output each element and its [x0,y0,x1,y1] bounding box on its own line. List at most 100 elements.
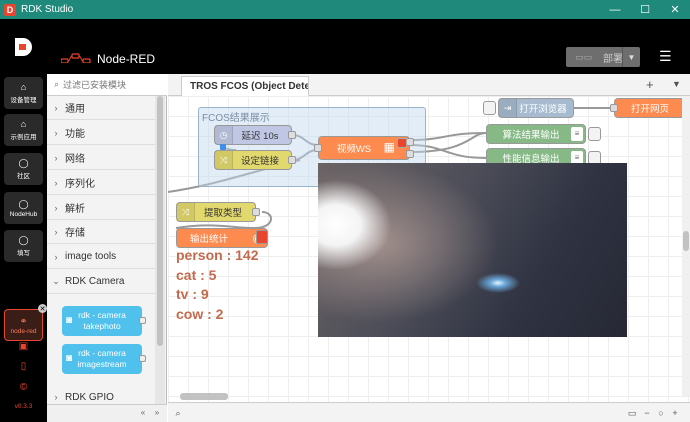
node-video-ws[interactable]: 视频WS ▦ [314,136,414,160]
input-port[interactable] [314,144,322,152]
output-port[interactable] [406,138,414,146]
palette-category-common[interactable]: › 通用 [47,96,155,120]
category-label: 解析 [65,204,85,215]
debug-toggle[interactable] [588,127,601,141]
deploy-icon: ▭▭ [575,51,593,62]
inject-button[interactable] [483,101,496,115]
chevron-right-icon: › [54,251,58,262]
node-output-stats[interactable]: 输出统计 ◉ [176,228,268,248]
stat-line: person : 142 [176,247,259,263]
output-port [139,355,146,362]
link-icon: ⚭ [19,315,28,326]
palette-search-input[interactable] [63,79,159,90]
nav-nodehub[interactable]: ◯ NodeHub [4,192,43,224]
zoom-reset-icon[interactable]: ○ [658,408,664,418]
palette-category-serialize[interactable]: › 序列化 [47,171,155,195]
nav-label: 设备管理 [10,97,37,104]
arrows-icon: ⇥ [499,99,517,117]
window-titlebar: D RDK Studio — ☐ ✕ [0,0,690,19]
film-icon: ▦ [383,140,395,154]
zoom-in-icon[interactable]: + [672,408,678,418]
chevron-right-icon: › [54,226,58,237]
node-label: 输出统计 [189,234,228,245]
workspace-vertical-scrollbar[interactable] [682,96,690,396]
deploy-label: 部署 [603,53,623,65]
output-port[interactable] [288,131,296,139]
camera-icon: ◙ [66,353,73,364]
output-port[interactable] [288,156,296,164]
chat-icon: ◯ [18,158,29,168]
category-label: 序列化 [65,179,95,190]
palette-category-rdk-camera[interactable]: ⌄ RDK Camera [47,270,155,294]
category-label: RDK GPIO [65,391,114,403]
nav-node-red[interactable]: ⚭ node-red [4,309,43,341]
tab-tros-fcos[interactable]: TROS FCOS (Object Detection) [181,76,309,97]
node-label: 设定链接 [240,156,279,167]
minimize-icon[interactable]: — [609,3,621,16]
close-icon[interactable]: ✕ [670,4,680,16]
node-extract-type[interactable]: ⤨ 提取类型 [176,202,260,222]
palette-category-network[interactable]: › 网络 [47,146,155,170]
palette-category-function[interactable]: › 功能 [47,121,155,145]
collapse-all-icon[interactable]: « [140,408,146,417]
chevron-down-icon[interactable]: ▼ [622,47,640,67]
app-sidebar: ⌂ 设备管理 ⌂ 示例应用 ◯ 社区 ◯ NodeHub ◯ 填写 ⚭ node… [0,19,47,422]
palette-node-camera-takephoto[interactable]: ◙ rdk - camera takephoto [62,306,146,336]
zoom-out-icon[interactable]: − [644,408,650,418]
node-open-browser[interactable]: ⇥ 打开浏览器 [498,98,574,118]
add-tab-icon[interactable]: + [646,77,654,92]
node-label: 视频WS [336,144,372,155]
node-red-logo [61,53,91,63]
node-algo-output[interactable]: 算法结果输出 ≡ [486,124,586,144]
nav-label: 填写 [17,250,30,257]
node-open-page[interactable]: 打开网页 [610,98,686,118]
nav-community[interactable]: ◯ 社区 [4,153,43,185]
device-icon: ⌂ [20,82,27,92]
map-icon[interactable]: ▭ [627,408,637,418]
palette-category-parse[interactable]: › 解析 [47,196,155,220]
node-output-button[interactable] [256,230,268,244]
nav-sample-apps[interactable]: ⌂ 示例应用 [4,114,43,146]
chevron-right-icon: › [54,177,58,188]
book-icon[interactable]: ▯ [20,361,27,372]
expand-all-icon[interactable]: » [154,408,160,417]
node-label: imagestream [77,359,127,369]
category-label: image tools [65,251,117,262]
search-icon[interactable]: ⌕ [175,408,181,418]
chevron-right-icon: › [54,102,58,113]
node-output-button[interactable] [397,138,407,148]
node-palette: ⌕ › 通用 › 功能 › 网络 › 序列化 › 解析 › 存储 › image… [47,74,167,422]
apps-icon: ⌂ [20,119,27,129]
input-port[interactable] [610,104,618,112]
menu-icon[interactable]: ☰ [659,48,672,64]
category-label: 网络 [65,154,85,165]
node-set-link[interactable]: ⤨ 设定链接 [214,150,296,170]
node-label: 性能信息输出 [502,154,560,165]
image-icon[interactable]: ▣ [18,341,29,352]
nav-label: node-red [10,327,37,335]
stat-line: cat : 5 [176,266,217,283]
node-delay[interactable]: ◷ 延迟 10s [214,125,296,145]
close-tab-icon[interactable]: ✕ [38,304,47,313]
chevron-down-icon[interactable]: ▼ [672,79,681,89]
output-port[interactable] [252,208,260,216]
copyright-icon[interactable]: © [19,382,28,393]
nav-label: 示例应用 [10,134,37,141]
palette-scrollbar[interactable] [155,96,165,406]
list-icon: ≡ [571,151,583,165]
stat-line: tv : 9 [176,286,209,302]
palette-category-storage[interactable]: › 存储 [47,220,155,244]
workspace-horizontal-scrollbar[interactable] [178,391,682,401]
nav-device-management[interactable]: ⌂ 设备管理 [4,77,43,109]
node-label: rdk - camera [78,310,126,320]
maximize-icon[interactable]: ☐ [640,4,650,16]
output-port [139,317,146,324]
palette-category-image-tools[interactable]: › image tools [47,245,155,269]
palette-category-rdk-gpio[interactable]: › RDK GPIO [47,387,155,407]
nav-fill[interactable]: ◯ 填写 [4,230,43,262]
node-red-header: Node-RED ▭▭ 部署 ▼ ☰ [47,19,690,74]
output-port[interactable] [406,150,414,158]
deploy-button[interactable]: ▭▭ 部署 ▼ [566,47,640,67]
workspace-footer: ⌕ ▭ − ○ + [168,402,690,422]
palette-node-camera-imagestream[interactable]: ◙ rdk - camera imagestream [62,344,146,374]
